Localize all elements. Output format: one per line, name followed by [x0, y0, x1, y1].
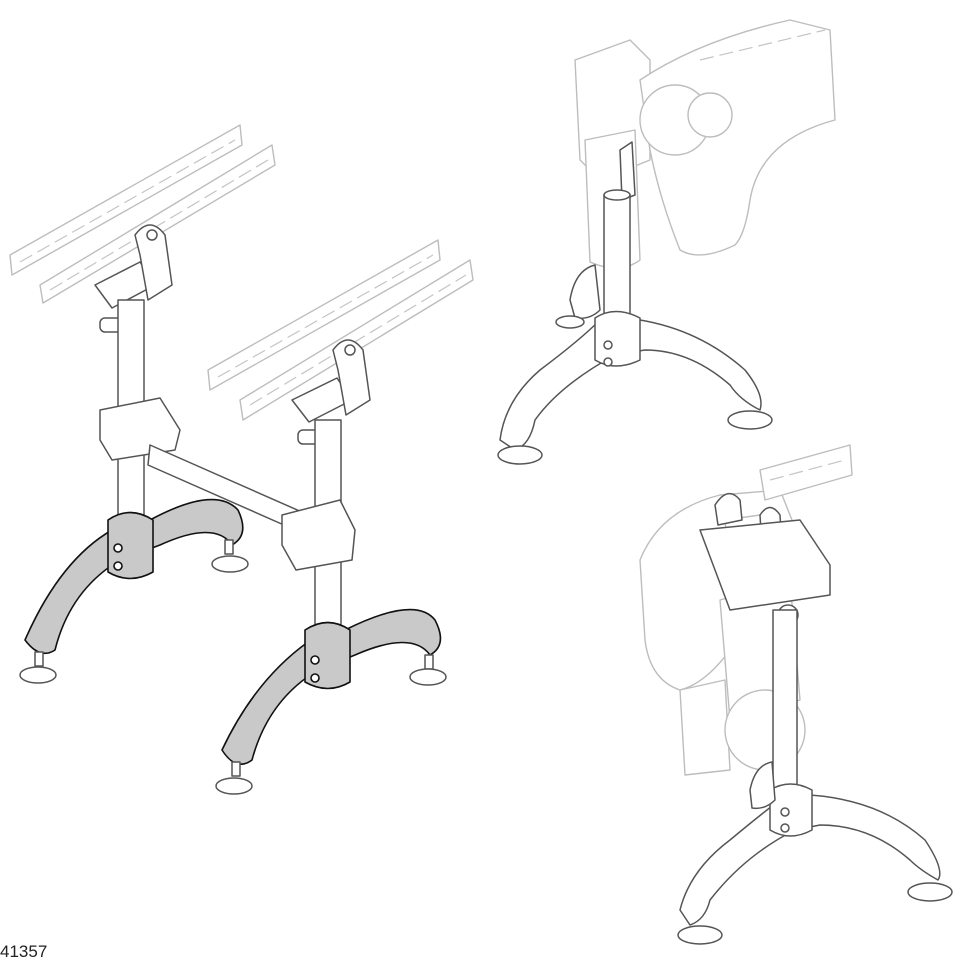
stand-a: [19, 224, 321, 684]
conveyor-rail-left-b: [207, 239, 474, 421]
figure-number: 41357: [0, 942, 48, 961]
leveling-foot: [19, 666, 57, 684]
stand-b: [215, 339, 447, 795]
leveling-foot: [211, 555, 249, 573]
conveyor-rail-left-a: [9, 124, 276, 304]
cross-clamp: [99, 397, 181, 461]
mount-bracket: [134, 224, 173, 301]
stand-with-drive-top: [497, 19, 836, 465]
stand-with-drive-bottom: [639, 444, 953, 945]
